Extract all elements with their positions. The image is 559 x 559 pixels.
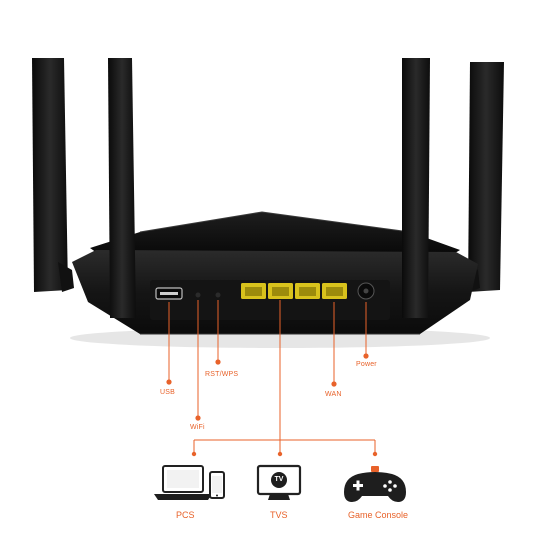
tvs-label: TVS xyxy=(270,510,288,520)
rst-wps-label: RST/WPS xyxy=(205,371,239,378)
gamepad-icon xyxy=(344,466,406,502)
wifi-label: WiFi xyxy=(190,424,205,431)
game-console-label: Game Console xyxy=(348,510,409,520)
wifi-button xyxy=(195,292,201,298)
antenna-left-outer xyxy=(32,58,74,292)
antenna-right-outer xyxy=(466,62,504,292)
tv-icon-text: TV xyxy=(274,476,284,483)
tv-icon xyxy=(256,464,302,500)
usb-port xyxy=(155,287,183,300)
rst-wps-button xyxy=(215,292,221,298)
ethernet-ports xyxy=(241,283,347,299)
power-label: Power xyxy=(356,361,377,368)
router-top xyxy=(90,211,460,262)
power-jack xyxy=(357,282,375,300)
callout-dots xyxy=(166,353,378,457)
callout-lines xyxy=(168,300,376,454)
antenna-left-inner xyxy=(108,58,136,318)
pcs-label: PCS xyxy=(176,510,195,520)
wan-label: WAN xyxy=(325,391,342,398)
usb-label: USB xyxy=(160,389,175,396)
laptop-icon xyxy=(154,465,212,500)
smartphone-icon xyxy=(209,471,225,499)
antenna-right-inner xyxy=(402,58,430,318)
